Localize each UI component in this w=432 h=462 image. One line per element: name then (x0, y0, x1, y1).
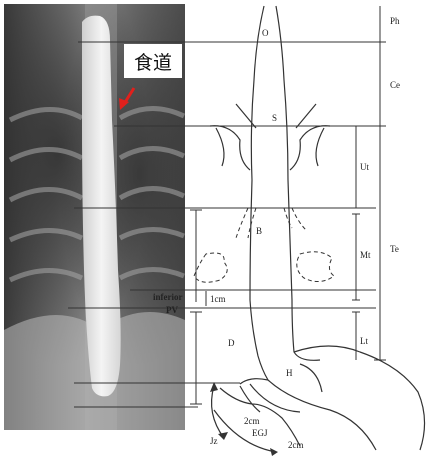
label-2cm-b: 2cm (288, 440, 304, 450)
label-inferior: inferior (153, 292, 183, 302)
label-s: S (272, 113, 277, 123)
label-mt: Mt (360, 250, 371, 260)
label-2cm-a: 2cm (244, 416, 260, 426)
label-o: O (262, 28, 269, 38)
label-lt: Lt (360, 336, 368, 346)
label-jz: Jz (210, 436, 218, 446)
label-1cm: 1cm (210, 294, 226, 304)
label-ce: Ce (390, 80, 400, 90)
label-d: D (228, 338, 235, 348)
label-ph: Ph (390, 16, 400, 26)
label-te: Te (390, 244, 399, 254)
label-h: H (286, 368, 293, 378)
label-ut: Ut (360, 162, 369, 172)
label-egj: EGJ (252, 428, 268, 438)
label-pv: PV (166, 305, 178, 315)
label-b: B (256, 226, 262, 236)
